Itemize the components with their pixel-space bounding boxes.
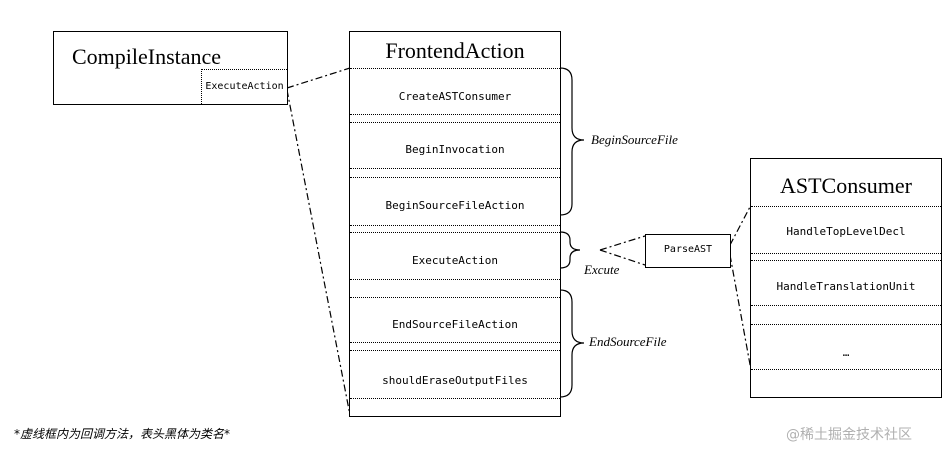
parse-ast-label: ParseAST: [663, 244, 713, 255]
divider: [350, 279, 560, 280]
divider: [350, 297, 560, 298]
divider: [350, 225, 560, 226]
frontend-method-begin-invocation: BeginInvocation: [405, 143, 505, 156]
ast-consumer-method-handle-translation-unit: HandleTranslationUnit: [776, 280, 916, 293]
divider: [350, 114, 560, 115]
frontend-method-create-ast-consumer: CreateASTConsumer: [398, 90, 512, 103]
frontend-method-should-erase-output-files: shouldEraseOutputFiles: [382, 374, 528, 387]
divider: [350, 342, 560, 343]
compile-instance-title: CompileInstance: [72, 44, 222, 69]
connector-compile-to-frontend-bottom: [286, 89, 351, 416]
brace-end-source-file: [559, 289, 585, 398]
frontend-method-begin-source-file-action: BeginSourceFileAction: [385, 199, 525, 212]
parse-ast-box: ParseAST: [645, 234, 731, 268]
divider: [350, 350, 560, 351]
connector-compile-to-frontend-top: [286, 67, 351, 89]
divider: [751, 206, 941, 207]
divider: [350, 168, 560, 169]
divider: [751, 305, 941, 306]
connector-execute-to-parseast-top: [599, 235, 646, 251]
divider: [350, 68, 560, 69]
frontend-method-end-source-file-action: EndSourceFileAction: [392, 318, 518, 331]
divider: [751, 324, 941, 325]
brace-label-end-source-file: EndSourceFile: [589, 334, 667, 349]
frontend-action-title: FrontendAction: [385, 38, 525, 63]
divider: [751, 260, 941, 261]
compile-instance-execute-action: ExecuteAction: [201, 69, 287, 104]
compile-instance-method-label: ExecuteAction: [205, 81, 284, 92]
frontend-method-execute-action: ExecuteAction: [411, 254, 499, 267]
brace-execute: [559, 231, 581, 269]
ast-consumer-method-handle-top-level-decl: HandleTopLevelDecl: [786, 225, 906, 238]
connector-parseast-to-consumer-top: [729, 204, 752, 246]
divider: [350, 122, 560, 123]
divider: [751, 369, 941, 370]
brace-label-begin-source-file: BeginSourceFile: [591, 132, 678, 147]
ast-consumer-class: ASTConsumer HandleTopLevelDecl HandleTra…: [750, 158, 942, 398]
ast-consumer-method-ellipsis: …: [842, 346, 850, 359]
divider: [751, 253, 941, 254]
divider: [350, 232, 560, 233]
ast-consumer-title: ASTConsumer: [780, 173, 912, 198]
footnote: *虚线框内为回调方法，表头黑体为类名*: [14, 427, 231, 441]
brace-begin-source-file: [559, 67, 585, 216]
divider: [350, 177, 560, 178]
watermark: @稀土掘金技术社区: [786, 427, 912, 443]
connector-parseast-to-consumer-bottom: [729, 254, 752, 371]
frontend-action-class: FrontendAction CreateASTConsumer BeginIn…: [349, 31, 561, 417]
brace-label-execute: Excute: [584, 262, 620, 277]
divider: [350, 398, 560, 399]
compile-instance-class: CompileInstance ExecuteAction: [53, 31, 288, 105]
